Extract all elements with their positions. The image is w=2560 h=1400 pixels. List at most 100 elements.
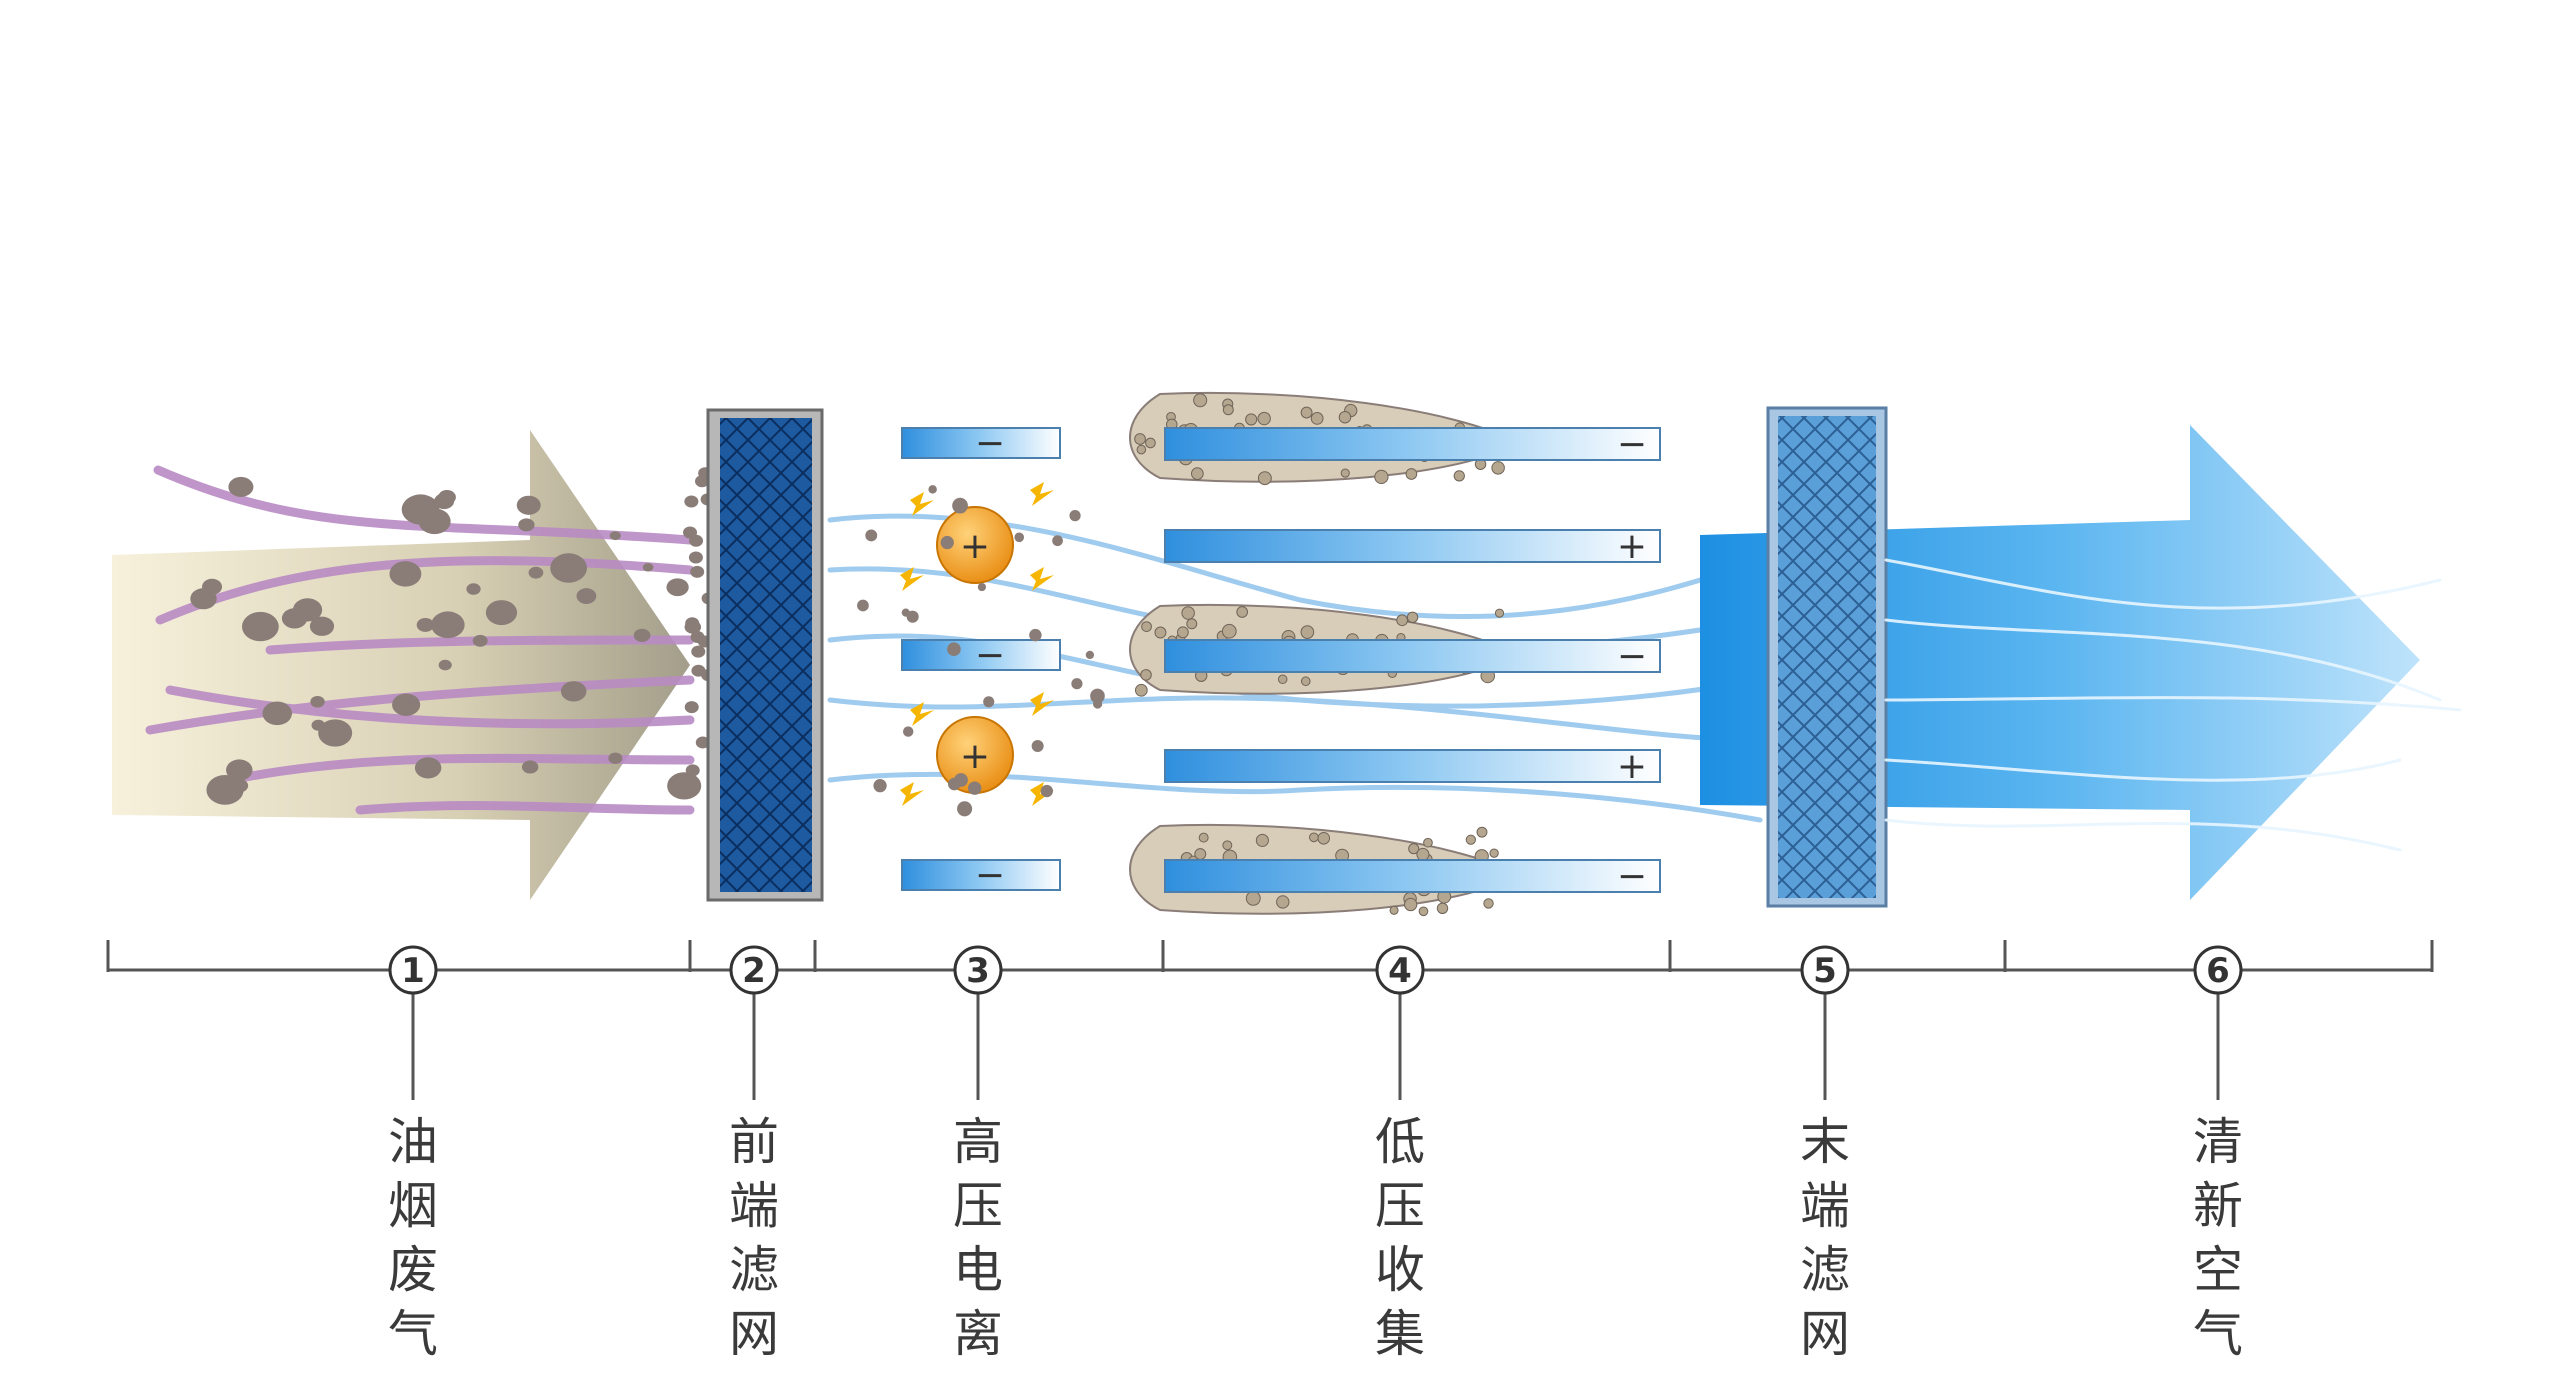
spark [1030,567,1054,591]
stage-number: 1 [401,951,425,991]
filter-particle [684,495,699,508]
filter-particle [688,551,703,564]
soot-particle [666,578,689,597]
soot-particle [576,588,597,604]
charged-particle [957,801,973,817]
stage-label-ionization: 高压电离 [953,1113,1003,1363]
soot-particle [609,531,621,541]
filter-particle [684,701,699,714]
charged-particle [928,485,937,494]
soot-particle [418,508,451,535]
ionizer-plate: − [901,423,1061,464]
soot-particle [228,476,254,497]
stage-number: 2 [742,951,766,991]
charged-particle [1040,784,1054,798]
charged-particle [1029,628,1042,642]
soot-particle [392,693,421,716]
charged-particles [857,485,1105,817]
stage-marker-5: 5 [1800,945,1850,1100]
ionizer-plates: − − − [901,423,1061,896]
soot-particle [608,752,623,764]
stage-marker-6: 6 [2193,945,2243,1100]
soot-particle [438,659,452,671]
collector-plate-sign: − [1617,424,1647,465]
ionizer-plate-sign: − [975,855,1005,896]
filter-particle [685,617,700,630]
svg-text:+: + [960,526,990,567]
stage-number: 4 [1388,951,1412,991]
spark [910,492,934,516]
stage-marker-3: 3 [953,945,1003,1100]
filter-particle [691,664,706,677]
front-filter [706,408,824,902]
soot-particle [414,757,442,779]
charged-particle [1071,678,1083,690]
ionizer-plate-sign: − [975,635,1005,676]
charged-particle [977,582,987,592]
filter-particle [689,534,704,547]
soot-particle [466,583,481,595]
stage-number: 3 [966,951,990,991]
charged-particle [1052,535,1063,547]
charged-particle [1093,699,1103,709]
filter-particle [695,475,710,488]
collector-plate-sign: + [1617,746,1647,787]
charged-particle [967,781,982,795]
stage-marker-1: 1 [388,945,438,1100]
ionizer-plate: − [901,855,1061,896]
ionizer-plate: − [901,635,1061,676]
soot-particle [262,701,292,726]
charged-particle [1090,688,1105,704]
soot-particle [560,681,587,702]
collector-plate: − [1129,823,1661,917]
soot-particle [190,588,217,610]
collector-plate: − [1129,391,1661,486]
charged-particle [947,642,961,657]
charged-particle [901,608,910,617]
spark [910,702,934,726]
charged-particle [902,726,914,737]
charged-particle [865,529,878,542]
charged-particle [873,779,887,793]
soot-particle [633,628,651,642]
stage-label-front-filter: 前端滤网 [729,1113,779,1363]
soot-particle [292,598,323,622]
stage-markers: 1 2 3 4 5 6 [388,945,2243,1100]
scale-ticks [106,940,2434,972]
ion-upper: + [936,506,1014,584]
soot-particle [226,759,253,781]
soot-particle [318,719,353,747]
stage-marker-2: 2 [729,945,779,1100]
soot-particle [416,618,435,632]
soot-particle [521,760,539,774]
soot-particle [518,518,535,532]
soot-particle [528,566,544,579]
soot-particle [485,600,518,626]
soot-particle [472,634,488,647]
filter-particle [690,631,705,644]
charged-particle [857,599,869,612]
soot-particle [434,493,455,510]
ion-lower: + [936,716,1014,794]
soot-particle [431,611,465,639]
collector-plate-sign: − [1617,636,1647,677]
charged-particle [983,696,995,708]
charged-particle [948,777,961,791]
filter-particle [691,645,706,658]
charged-particle [1031,740,1044,753]
collector-plate: + [1164,746,1661,787]
charged-particle [952,497,968,514]
spark [1030,692,1054,716]
charged-particle [940,535,954,550]
stage-label-exhaust: 油烟废气 [388,1113,438,1363]
charged-particle [1014,532,1025,543]
collector-plate: − [1129,603,1661,697]
soot-particle [242,611,279,642]
spark [1030,482,1054,506]
stage-number: 6 [2206,951,2230,991]
ionization-sparks [900,482,1054,806]
svg-text:+: + [960,736,990,777]
smoke-strands [145,465,695,815]
end-filter [1766,406,1888,908]
